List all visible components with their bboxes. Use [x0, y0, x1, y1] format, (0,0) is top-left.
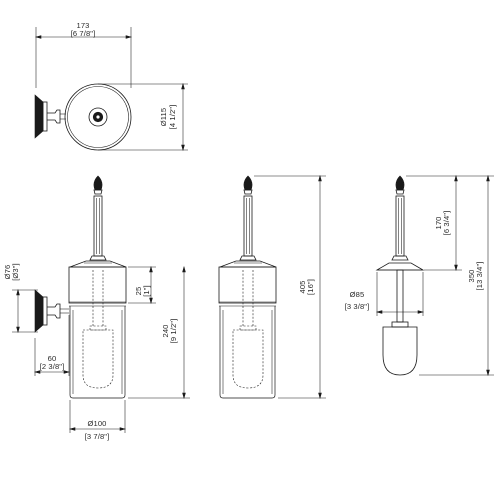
brush-handle	[93, 195, 103, 257]
finial	[93, 175, 103, 191]
dim-cup-height-in: [9 1/2"]	[169, 319, 178, 344]
side-view: Ø76 [Ø3"] 60 [2 3/8"] 25 [1"] 240 [9 1/2…	[3, 175, 190, 441]
front-view: 405 [16"]	[218, 174, 326, 400]
dim-length-mm: 350	[467, 270, 476, 283]
side-arm	[47, 303, 61, 319]
brush-cover-plate	[375, 262, 425, 271]
top-view: 173 [6 7/8"] Ø115 [4 1/2"]	[34, 21, 188, 152]
dim-cup-height-mm: 240	[161, 325, 170, 338]
dim-width-in: [6 7/8"]	[71, 29, 96, 38]
dim-offset-in: [2 3/8"]	[40, 362, 65, 371]
front-ring-band	[218, 266, 277, 304]
dim-handle-in: [6 3/4"]	[442, 211, 451, 236]
brush-stem	[396, 269, 404, 323]
dim-ring-diam-in: [4 1/2"]	[168, 105, 177, 130]
brush-head-hidden	[82, 329, 114, 389]
holder-ring-band	[68, 266, 127, 304]
wall-plate	[34, 94, 44, 139]
brush-head	[382, 326, 418, 376]
front-lid-collar	[219, 260, 277, 268]
dim-length-in: [13 3/4"]	[475, 262, 484, 291]
holder-ring-inner	[67, 86, 129, 148]
dim-plate-in: [3 3/8"]	[345, 302, 370, 311]
brush-view-handle	[395, 195, 405, 257]
dim-plate-mm: Ø85	[350, 290, 365, 299]
lid-collar	[69, 260, 127, 268]
front-brush-head-hidden	[232, 329, 264, 389]
front-finial	[243, 175, 253, 191]
dim-offset-mm: 60	[48, 354, 57, 363]
front-handle	[243, 195, 253, 257]
dim-ring-diam-mm: Ø115	[159, 108, 168, 126]
dim-rim-mm: Ø76	[3, 265, 12, 280]
dim-base-in: [3 7/8"]	[85, 432, 110, 441]
front-glass-cup	[219, 306, 276, 399]
brush-finial	[395, 175, 405, 191]
dim-total-height-mm: 405	[298, 281, 307, 294]
dim-handle-mm: 170	[434, 217, 443, 230]
dim-base-mm: Ø100	[88, 419, 107, 428]
brush-view: 170 [6 3/4"] 350 [13 3/4"] Ø85 [3 3/8"]	[345, 174, 494, 377]
dim-collar-mm: 25	[134, 287, 143, 296]
wall-plate-edge	[42, 101, 48, 132]
side-wall-plate	[34, 289, 44, 333]
glass-cup	[69, 306, 126, 399]
dim-total-height-in: [16"]	[306, 279, 315, 295]
dim-width-mm: 173	[77, 21, 90, 30]
dim-rim-in: [Ø3"]	[11, 263, 20, 281]
dim-collar-in: [1"]	[142, 285, 151, 297]
handle-top-outer	[88, 107, 108, 127]
holder-arm	[47, 109, 61, 124]
